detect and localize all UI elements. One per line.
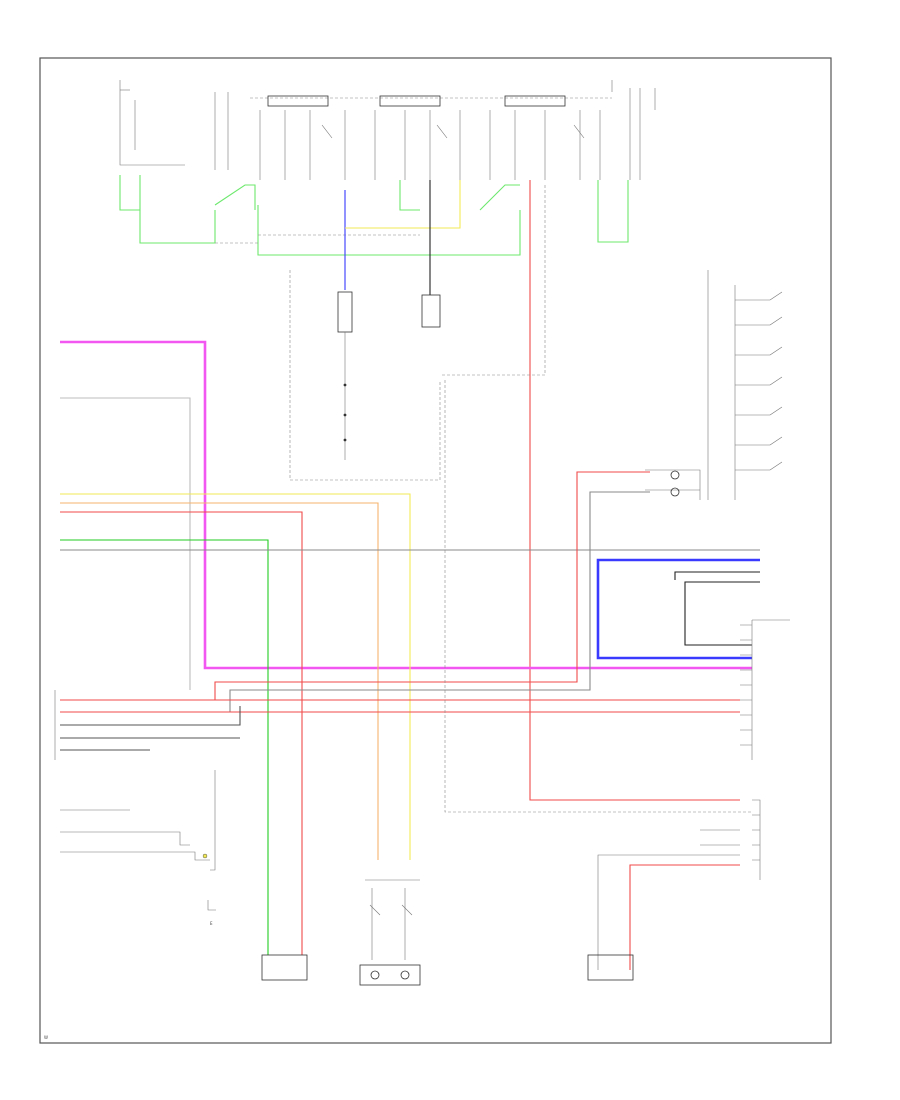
right-switch-ladder	[645, 270, 783, 500]
yellow-wire-top	[345, 180, 461, 229]
green-wire	[60, 539, 269, 955]
junction-dot-2	[343, 413, 347, 417]
green-mid	[399, 180, 420, 211]
middle-upper-wires	[289, 180, 740, 801]
diagram-border	[39, 57, 832, 1044]
red-wire-lower-right	[629, 864, 740, 970]
dash-return	[440, 185, 546, 376]
switch-contacts	[369, 904, 413, 916]
sensor-box-right	[587, 954, 634, 981]
footer-code: W	[44, 1035, 48, 1040]
lower-left-terminal	[202, 853, 208, 859]
ladder-link	[645, 469, 701, 500]
green-loop-a	[139, 210, 216, 244]
red-wire-long	[529, 180, 740, 801]
top-relay-section	[119, 80, 656, 180]
junction-dot-3	[343, 438, 347, 442]
ecu-outline	[751, 619, 790, 760]
left-fuse-wire	[119, 80, 185, 166]
dashed-group-frame	[289, 270, 441, 481]
black-line-a	[60, 706, 241, 726]
green-loop-left	[119, 175, 141, 211]
green-bus-bottom	[257, 205, 521, 256]
relay-block-2	[379, 95, 441, 107]
relay-leads	[259, 110, 601, 180]
black-short	[674, 571, 760, 580]
lower-left-wire-b	[60, 851, 210, 861]
gray-wire-a	[60, 397, 191, 690]
orange-wire	[60, 502, 379, 860]
ecu-lower-pins	[752, 799, 761, 880]
green-loop-right	[597, 180, 629, 243]
lower-left-vertical	[210, 770, 216, 871]
dash-long-right	[444, 380, 752, 813]
ground-label: E	[210, 921, 213, 926]
sensor-box-1	[337, 291, 353, 333]
relay-coil-a	[670, 470, 680, 480]
relay-block-3	[504, 95, 566, 107]
main-harness	[54, 340, 760, 955]
blue-wire-loop	[596, 558, 760, 660]
top-dash-link	[215, 234, 420, 244]
ground-stub	[207, 900, 216, 911]
relay-coil-b	[670, 487, 680, 497]
right-fuse-wires	[611, 80, 656, 180]
pink-wire	[60, 340, 752, 670]
switch-leads	[365, 879, 420, 960]
lower-right-components	[587, 854, 740, 981]
black-wire-ecu	[684, 581, 760, 646]
sensor-box-2	[421, 294, 441, 328]
lower-center-components	[261, 380, 752, 986]
lower-left-components: E	[60, 770, 216, 926]
motor-coil-b	[400, 970, 410, 980]
green-diag-a	[214, 184, 256, 210]
ecu-block	[700, 619, 790, 880]
red-wire	[60, 511, 303, 955]
gray-wire-relay	[229, 491, 650, 712]
red-wire-relay	[214, 471, 650, 700]
ladder-contacts	[769, 291, 783, 471]
relay-block-1	[267, 95, 329, 107]
green-diag-b	[479, 184, 520, 211]
motor-coil-a	[370, 970, 380, 980]
ladder-rungs	[735, 299, 770, 471]
ecu-lower-stubs	[700, 829, 740, 846]
gray-wire-lower-right	[597, 854, 740, 970]
motor-box	[359, 964, 421, 986]
lower-left-wire-a	[60, 831, 190, 846]
sensor-box-lower	[261, 954, 308, 981]
yellow-wire	[60, 493, 411, 860]
ecu-pins	[740, 624, 752, 746]
junction-dot-1	[343, 383, 347, 387]
relay-contacts	[321, 124, 585, 139]
top-green-wires	[119, 175, 629, 256]
